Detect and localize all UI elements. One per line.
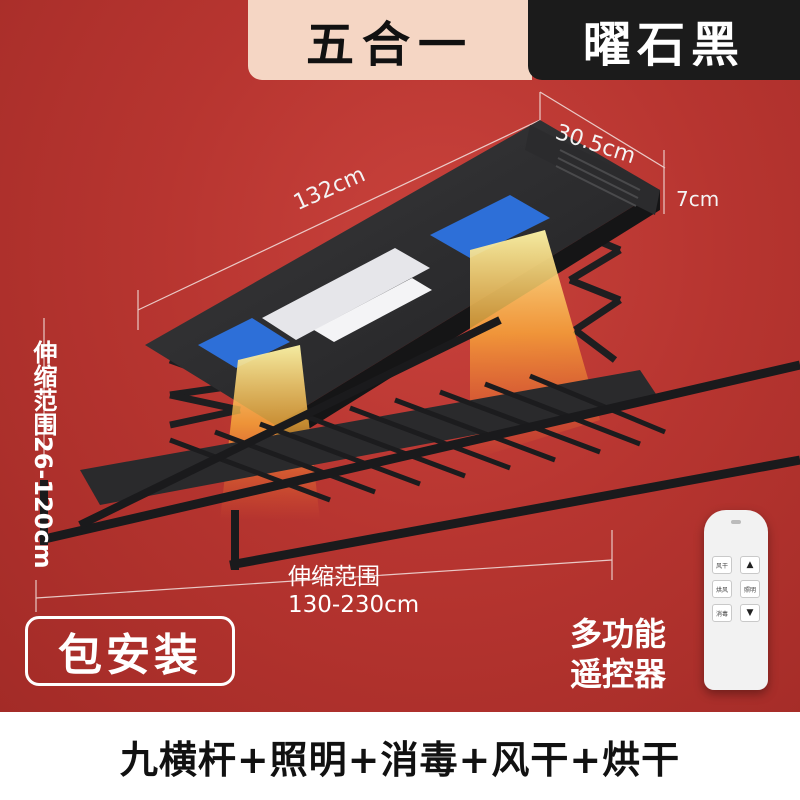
height-label: 7cm [676,187,720,211]
bottom-band [0,712,800,800]
remote-button-up: ▲ [740,556,760,574]
horizontal-range-value: 130-230cm [288,592,420,618]
remote-caption: 多功能 遥控器 [570,614,666,694]
five-in-one-tag: 五合一 [248,0,532,80]
remote-button-disinfect: 消毒 [712,604,732,622]
remote-button-heat: 烘风 [712,580,732,598]
remote-caption-line2: 遥控器 [570,655,667,693]
remote-button-grid: 风干 ▲ 烘风 照明 消毒 ▼ [712,556,760,622]
remote-button-air-dry: 风干 [712,556,732,574]
remote-led [731,520,741,524]
install-badge: 包安装 [25,616,235,686]
remote-button-down: ▼ [740,604,760,622]
hanging-rack [38,316,800,570]
drying-rack-illustration [35,91,800,612]
color-tag: 曜石黑 [528,0,800,80]
remote-control: 风干 ▲ 烘风 照明 消毒 ▼ [704,510,768,690]
feature-caption: 九横杆+照明+消毒+风干+烘干 [119,737,681,782]
horizontal-range-title: 伸缩范围 [288,564,380,590]
remote-button-light: 照明 [740,580,760,598]
vertical-range-label: 伸缩范围26-120cm [29,340,57,569]
dimension-lines [35,91,666,612]
horizontal-range-label: 伸缩范围 130-230cm [288,563,419,619]
remote-caption-line1: 多功能 [570,615,667,653]
